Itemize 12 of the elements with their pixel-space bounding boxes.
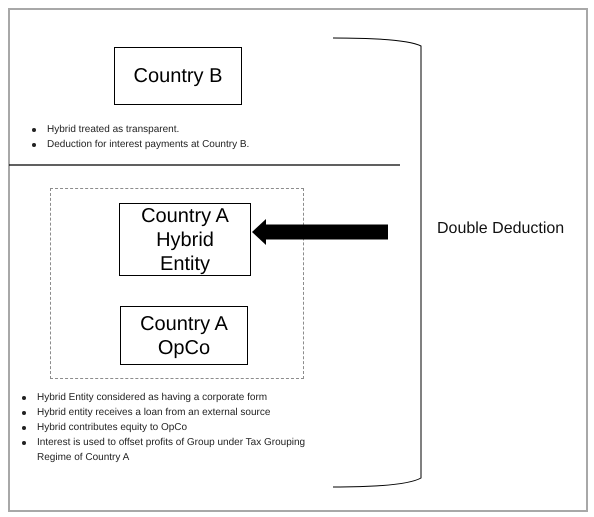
entity-box: Country A Hybrid Entity xyxy=(119,203,251,276)
bullet-item: Interest is used to offset profits of Group under Tax Grouping Regime of Country A xyxy=(37,436,306,465)
bullet-item: Hybrid treated as transparent. xyxy=(47,123,180,137)
bullet-item: Hybrid Entity considered as having a corporate form xyxy=(37,391,268,405)
arrow xyxy=(252,219,388,245)
bullet-item: Hybrid entity receives a loan from an external source xyxy=(37,406,272,420)
entity-box: Country B xyxy=(114,47,242,105)
entity-box: Country A OpCo xyxy=(120,306,248,365)
bullet-item: Deduction for interest payments at Country B. xyxy=(47,138,250,152)
bullet-item: Hybrid contributes equity to OpCo xyxy=(37,421,188,435)
group-box xyxy=(50,188,304,379)
brace-label: Double Deduction xyxy=(437,219,566,239)
